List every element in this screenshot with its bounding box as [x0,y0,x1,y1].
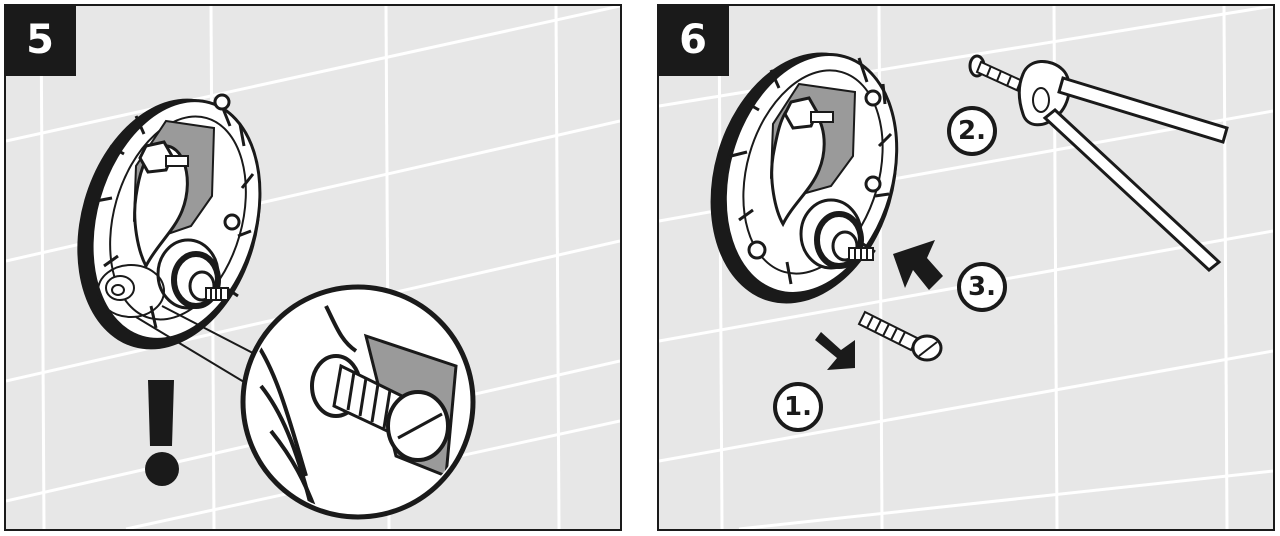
step-6-illustration [659,6,1273,529]
screw-icon [857,310,943,362]
callout-step-2: 2. [947,106,997,156]
trim-plate [710,52,899,304]
panel-step-5: 5 [4,4,622,531]
callout-step-3: 3. [957,262,1007,312]
step-5-illustration [6,6,620,529]
callout-step-1: 1. [773,382,823,432]
exclamation-icon [145,380,179,486]
trim-plate [77,93,262,350]
zoom-detail [240,284,476,520]
push-arrow-icon [893,240,943,290]
step-number-badge: 6 [659,6,729,76]
push-arrow-icon [815,332,855,370]
panel-step-6: 6 1. 2. 3. [657,4,1275,531]
step-number-badge: 5 [6,6,76,76]
pliers-icon [968,54,1229,272]
